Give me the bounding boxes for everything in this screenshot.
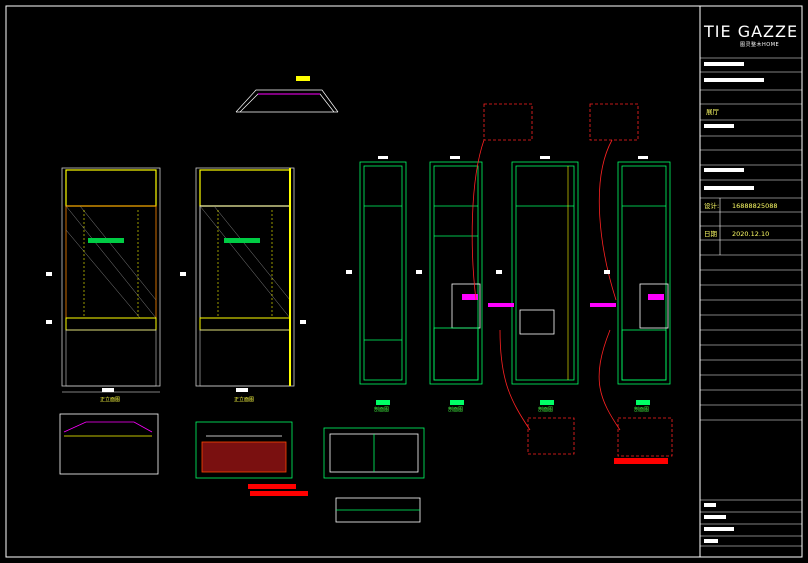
date-value: 2020.12.10: [732, 230, 770, 238]
bottom-plan-1: [59, 413, 159, 475]
view-label-section-4: 剖面图: [634, 407, 650, 413]
bottom-plan-3: [323, 427, 425, 523]
view-label-section-1: 剖面图: [374, 407, 390, 413]
section-view-4: [617, 161, 671, 405]
magenta-marker-2: [590, 303, 616, 307]
title-block-rules: [700, 57, 802, 547]
detail-callouts: [471, 103, 673, 457]
red-bar-callout: [614, 458, 668, 464]
magenta-marker-1: [488, 303, 514, 307]
designer-label: 设计:: [704, 202, 720, 210]
section-view-2: [429, 161, 483, 405]
section-view-3: [511, 161, 579, 405]
designer-value: 16888825088: [732, 202, 778, 210]
front-elevation-a: [61, 167, 161, 393]
brand-subtitle: 图灵整木HOME: [740, 42, 780, 48]
dimension-ticks: [46, 156, 648, 324]
view-label-front-a: 正立面图: [100, 397, 121, 403]
date-label: 日期: [704, 230, 717, 238]
front-elevation-b: [195, 167, 295, 392]
view-label-section-2: 剖面图: [448, 407, 464, 413]
brand-logo: TIE GAZZE: [704, 22, 799, 41]
bottom-plan-2: [195, 421, 308, 496]
view-label-section-3: 剖面图: [538, 407, 554, 413]
title-block-bars: [704, 62, 764, 543]
top-plan-view: [235, 76, 339, 113]
section-view-1: [359, 161, 407, 405]
project-value: 展厅: [706, 108, 719, 116]
view-label-front-b: 正立面图: [234, 397, 255, 403]
title-block-frame: [699, 5, 803, 558]
